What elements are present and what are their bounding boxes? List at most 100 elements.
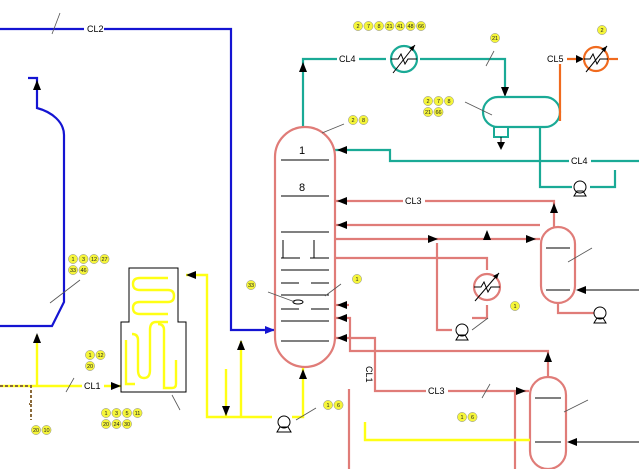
steam-arrow-lower bbox=[567, 438, 577, 446]
yellow-lines bbox=[0, 273, 530, 442]
cl3-arrow-6 bbox=[483, 230, 491, 240]
badge-label: 8 bbox=[362, 118, 365, 124]
cl4-valve bbox=[485, 50, 495, 67]
badge-furnace-left-1: 12 bbox=[95, 350, 106, 360]
side-stripper-upper bbox=[539, 225, 593, 305]
heater-arrow bbox=[33, 80, 41, 90]
badge-label: 1 bbox=[355, 277, 358, 283]
cl3-arrow-11 bbox=[337, 334, 347, 342]
cl3-arrow-3 bbox=[428, 235, 438, 243]
badge-condenser-top: 21 bbox=[384, 21, 395, 31]
cl4-arrow-up bbox=[299, 62, 307, 72]
badge-column-top: 2 bbox=[348, 115, 358, 125]
badge-drum-1: 7 bbox=[433, 96, 444, 106]
badge-label: 12 bbox=[91, 257, 97, 263]
cl4-arrow-left bbox=[337, 146, 347, 154]
badge-drum-1: 8 bbox=[444, 96, 454, 106]
cl5-line bbox=[558, 45, 618, 121]
badge-label: 12 bbox=[97, 353, 103, 359]
badge-condenser-top: 48 bbox=[405, 21, 416, 31]
bottoms-pump bbox=[276, 407, 317, 433]
badge-furnace-top: 27 bbox=[99, 254, 110, 264]
badge-furnace-bottom-1: 3 bbox=[111, 408, 122, 418]
reboiler-pump bbox=[455, 317, 489, 341]
badge-label: 33 bbox=[70, 268, 76, 274]
badge-label: 41 bbox=[397, 24, 403, 30]
cl3-label-a: CL3 bbox=[405, 196, 422, 206]
cl4-pump-out bbox=[590, 170, 617, 189]
badge-label: 21 bbox=[386, 24, 392, 30]
badge-furnace-bottom-2: 30 bbox=[122, 419, 132, 429]
badge-cl5-exchanger: 2 bbox=[597, 25, 607, 35]
steam-arrow-upper bbox=[576, 286, 586, 294]
badge-cl4-valve: 21 bbox=[490, 33, 500, 43]
badge-label: 2 bbox=[426, 99, 429, 105]
tray-label-feed: 8 bbox=[299, 182, 305, 194]
badge-furnace-top: 12 bbox=[89, 254, 99, 264]
cl5-label: CL5 bbox=[547, 54, 564, 64]
badge-furnace-bottom-2: 24 bbox=[111, 419, 122, 429]
cl3-arrow-7 bbox=[337, 301, 347, 309]
cl4-to-drum bbox=[420, 57, 507, 93]
yellow-arrow-6 bbox=[33, 333, 41, 343]
badge-stripper-bottom: 6 bbox=[467, 412, 478, 422]
badge-label: 21 bbox=[425, 110, 431, 116]
badge-label: 5 bbox=[125, 411, 128, 417]
to-reboiler bbox=[335, 256, 489, 270]
badge-label: 66 bbox=[435, 110, 441, 116]
cl1-label: CL1 bbox=[84, 381, 101, 391]
cl3-label-bg-a bbox=[403, 196, 425, 206]
badge-pump-bottom: 1 bbox=[323, 400, 333, 410]
cl2-arrow bbox=[265, 326, 275, 334]
side-stripper-lower bbox=[528, 375, 589, 471]
yellow-arrow-2 bbox=[237, 340, 245, 350]
badge-label: 2 bbox=[351, 118, 354, 124]
heater-outline bbox=[0, 76, 66, 328]
cl3-arrow-1 bbox=[337, 197, 347, 205]
yellow-arrow-5 bbox=[111, 382, 121, 390]
cl4-arrow-down bbox=[501, 87, 509, 97]
distillation-column: 1 8 bbox=[267, 123, 345, 369]
cl4-label-bg-a bbox=[337, 54, 359, 64]
heater-valve bbox=[49, 279, 81, 304]
badge-drum-1: 2 bbox=[423, 96, 433, 106]
badge-furnace-top: 1 bbox=[68, 254, 78, 264]
reboiler-exchanger bbox=[472, 272, 502, 302]
pump-line bbox=[435, 243, 452, 332]
reflux-drum bbox=[464, 95, 562, 150]
badge-label: 7 bbox=[437, 99, 440, 105]
badge-condenser-top: 41 bbox=[395, 21, 405, 31]
badge-label: 33 bbox=[248, 283, 254, 289]
badge-column-mid: 1 bbox=[352, 274, 362, 284]
badge-furnace-left-1: 1 bbox=[85, 350, 95, 360]
badge-label: 1 bbox=[513, 304, 516, 310]
blue-lines bbox=[0, 27, 275, 332]
cl3-arrow-9 bbox=[544, 352, 552, 362]
badge-label: 1 bbox=[104, 411, 107, 417]
cl5-label-bg bbox=[545, 54, 567, 64]
badge-label: 1 bbox=[460, 415, 463, 421]
badge-label: 66 bbox=[418, 24, 424, 30]
badge-condenser-top: 8 bbox=[374, 21, 384, 31]
cl3-label-bg-b bbox=[426, 386, 448, 396]
stripper-bottom bbox=[556, 303, 596, 315]
badge-label: 8 bbox=[377, 24, 380, 30]
badge-label: 20 bbox=[103, 422, 109, 428]
badge-label: 6 bbox=[337, 403, 340, 409]
badge-label: 7 bbox=[367, 24, 370, 30]
cl1-valve bbox=[65, 377, 75, 393]
cl3-arrow-4 bbox=[526, 235, 536, 243]
badge-label: 8 bbox=[447, 99, 450, 105]
cl3-lower bbox=[335, 336, 529, 393]
badge-label: 1 bbox=[88, 353, 91, 359]
badge-condenser-top: 66 bbox=[416, 21, 426, 31]
cl4-label-b: CL4 bbox=[571, 156, 588, 166]
reflux-pump bbox=[573, 180, 587, 197]
badge-label: 11 bbox=[135, 411, 141, 417]
cl3-label-b: CL3 bbox=[428, 386, 445, 396]
yellow-arrow-1 bbox=[186, 271, 196, 279]
badge-furnace-mid: 46 bbox=[78, 265, 89, 275]
badge-label: 2 bbox=[600, 28, 603, 34]
